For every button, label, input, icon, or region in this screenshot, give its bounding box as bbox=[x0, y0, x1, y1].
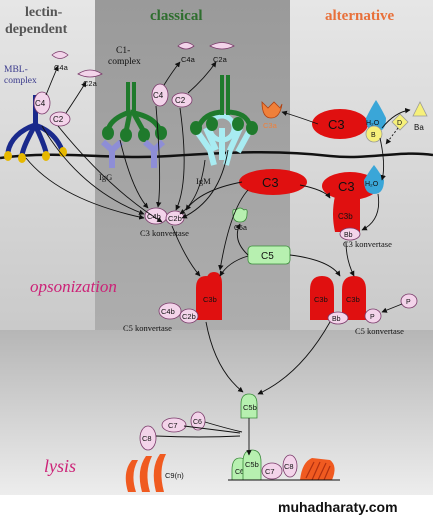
lysis-label: lysis bbox=[44, 456, 76, 476]
svg-text:C3b: C3b bbox=[203, 295, 217, 304]
c4-lectin: C4 bbox=[33, 91, 51, 115]
c3-konvertase-classical: C3 konvertase bbox=[140, 228, 189, 238]
svg-text:C4b: C4b bbox=[161, 307, 175, 316]
svg-text:H₂O: H₂O bbox=[365, 181, 379, 188]
svg-text:C5: C5 bbox=[261, 251, 274, 262]
alternative-header: alternative bbox=[325, 8, 394, 24]
c3a-fragment: C3a bbox=[261, 101, 283, 130]
svg-text:C7: C7 bbox=[168, 421, 178, 430]
svg-text:P: P bbox=[406, 299, 411, 306]
pathway-arrows bbox=[25, 105, 386, 456]
c7-floating: C7 bbox=[161, 417, 187, 433]
svg-text:C6: C6 bbox=[235, 469, 244, 476]
svg-text:C3b: C3b bbox=[346, 295, 360, 304]
svg-text:B: B bbox=[371, 132, 376, 139]
svg-text:C7: C7 bbox=[265, 467, 275, 476]
classical-c5-convertase: C3b C4b C2b bbox=[158, 272, 222, 324]
svg-text:C5a: C5a bbox=[234, 225, 247, 232]
c5-konvertase-classical: C5 konvertase bbox=[123, 323, 172, 333]
c5-konvertase-alt: C5 konvertase bbox=[355, 326, 404, 336]
svg-text:Bb: Bb bbox=[344, 232, 353, 239]
c1-complex-shape bbox=[102, 82, 167, 142]
svg-text:C3b: C3b bbox=[338, 212, 353, 221]
c5a-fragment: C5a bbox=[232, 207, 248, 232]
svg-text:C6: C6 bbox=[193, 419, 202, 426]
svg-text:C3: C3 bbox=[338, 179, 355, 194]
svg-text:C3: C3 bbox=[328, 117, 345, 132]
svg-text:C9(n): C9(n) bbox=[165, 471, 184, 480]
c1-complex-label: C1- complex bbox=[108, 46, 141, 67]
svg-text:H₂O: H₂O bbox=[366, 120, 380, 127]
svg-text:C2a: C2a bbox=[213, 55, 228, 64]
lectin-header: lectin- dependent bbox=[5, 5, 68, 37]
svg-text:C3a: C3a bbox=[263, 121, 278, 130]
c4a-classical: C4a bbox=[177, 42, 196, 64]
c5b-component: C5b bbox=[240, 393, 258, 419]
svg-text:C4: C4 bbox=[153, 91, 164, 100]
c2-classical: C2 bbox=[171, 92, 193, 108]
c3-center: C3 bbox=[239, 169, 307, 195]
svg-text:C4: C4 bbox=[35, 99, 46, 108]
membrane-attack-complex: C6 C5b C7 C8 bbox=[228, 449, 340, 481]
c3-konvertase-alt: C3 konvertase bbox=[343, 239, 392, 249]
svg-text:C2b: C2b bbox=[168, 214, 182, 223]
igm-label: IgM bbox=[196, 176, 211, 186]
opsonization-label: opsonization bbox=[30, 277, 117, 296]
svg-text:C2: C2 bbox=[53, 115, 64, 124]
svg-text:C3: C3 bbox=[262, 175, 279, 190]
c2a-lectin: C2a bbox=[77, 69, 103, 88]
alt-c5-convertase: C3b C3b Bb P P bbox=[310, 276, 418, 325]
c5-component: C5 bbox=[247, 245, 291, 265]
classical-header: classical bbox=[150, 8, 203, 24]
svg-text:Bb: Bb bbox=[332, 316, 341, 323]
svg-text:C5b: C5b bbox=[243, 403, 257, 412]
c3-h2o-top: C3 H₂O bbox=[312, 100, 386, 139]
c9n-polymer: C9(n) bbox=[125, 454, 184, 492]
svg-text:C4a: C4a bbox=[54, 63, 69, 72]
c2a-classical: C2a bbox=[209, 42, 235, 64]
svg-text:C3b: C3b bbox=[314, 295, 328, 304]
alt-c3-convertase: C3b Bb bbox=[333, 196, 361, 241]
svg-text:D: D bbox=[397, 120, 402, 127]
mbl-complex-label: MBL- complex bbox=[4, 65, 37, 86]
cell-membrane bbox=[0, 150, 433, 160]
c8-floating: C8 bbox=[139, 425, 157, 451]
igm-c1-complex bbox=[190, 75, 258, 135]
svg-text:C2: C2 bbox=[175, 96, 186, 105]
svg-text:C8: C8 bbox=[142, 434, 152, 443]
factor-d: D bbox=[391, 113, 409, 131]
svg-text:C2a: C2a bbox=[83, 79, 98, 88]
svg-text:P: P bbox=[370, 314, 375, 321]
c4-classical: C4 bbox=[151, 83, 169, 107]
svg-text:C2b: C2b bbox=[182, 312, 196, 321]
c6-floating: C6 bbox=[190, 411, 206, 431]
svg-text:C8: C8 bbox=[284, 462, 294, 471]
svg-text:C5b: C5b bbox=[245, 460, 259, 469]
c4a-lectin: C4a bbox=[51, 51, 69, 72]
ba-fragment: Ba bbox=[412, 101, 428, 132]
c2-lectin: C2 bbox=[49, 111, 71, 127]
svg-text:C4a: C4a bbox=[181, 55, 196, 64]
watermark: muhadharaty.com bbox=[278, 499, 398, 515]
factor-b: B bbox=[365, 125, 383, 143]
igg-label: IgG bbox=[99, 172, 112, 182]
c3-h2o-mid: C3 H₂O bbox=[322, 165, 384, 200]
svg-text:Ba: Ba bbox=[414, 123, 424, 132]
